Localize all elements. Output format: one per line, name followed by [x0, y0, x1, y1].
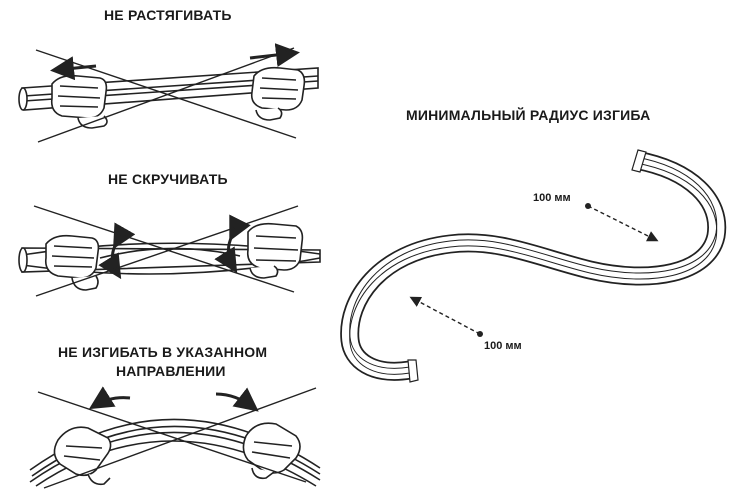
s-curve-strip [340, 149, 727, 383]
strip-end-cap [631, 149, 647, 173]
radius-value-bottom: 100 мм [484, 340, 522, 352]
cross-line [33, 205, 295, 293]
cross-line [37, 391, 307, 483]
bend-right-arrow [215, 387, 259, 412]
bend-warning-label-line1: НЕ ИЗГИБАТЬ В УКАЗАННОМ [58, 344, 268, 360]
right-hand-icon [250, 66, 306, 121]
bend-illustration [29, 386, 321, 489]
left-hand-icon [44, 234, 100, 291]
strip-end-cap [407, 359, 419, 383]
right-hand-icon [246, 222, 304, 279]
cross-line [35, 49, 297, 139]
radius-indicator-bottom [409, 296, 483, 337]
pull-left-arrow [50, 56, 97, 81]
cross-line [43, 387, 317, 489]
stretch-illustration [18, 43, 319, 143]
bend-warning-label-line2: НАПРАВЛЕНИИ [116, 363, 226, 379]
bend-left-arrow [88, 386, 131, 410]
min-radius-title: МИНИМАЛЬНЫЙ РАДИУС ИЗГИБА [406, 107, 651, 123]
cross-line [35, 205, 299, 297]
left-hand-icon [53, 426, 112, 486]
twist-arrow [98, 222, 136, 280]
twist-arrow [214, 214, 251, 274]
right-hand-icon [242, 422, 301, 480]
radius-indicator-top [585, 203, 659, 242]
cross-line [37, 47, 295, 143]
twist-illustration [18, 205, 321, 297]
twist-warning-label: НЕ СКРУЧИВАТЬ [108, 171, 228, 187]
stretch-warning-label: НЕ РАСТЯГИВАТЬ [104, 7, 232, 23]
radius-value-top: 100 мм [533, 192, 571, 204]
